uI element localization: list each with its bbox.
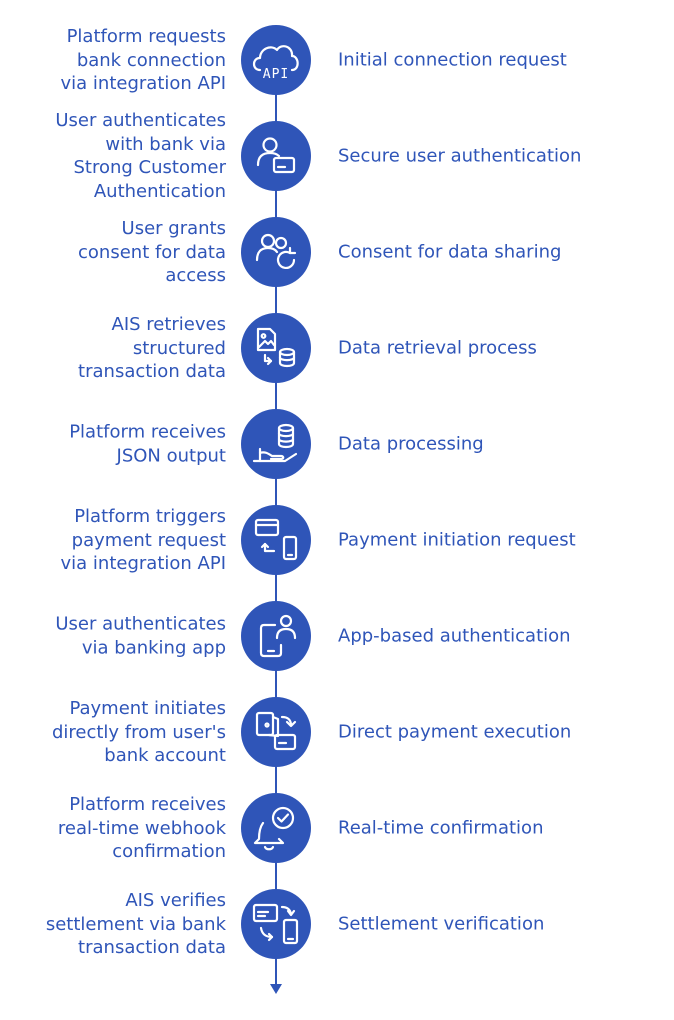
step-6: Platform triggers payment request via in… [0, 492, 674, 588]
step-4-title: Data retrieval process [338, 337, 537, 359]
step-3-description: User grants consent for data access [78, 217, 226, 286]
step-1-description: Platform requests bank connection via in… [60, 25, 226, 94]
step-7: User authenticates via banking app App-b… [0, 588, 674, 684]
step-9-description: Platform receives real-time webhook conf… [57, 793, 226, 862]
svg-text:API: API [263, 67, 289, 82]
step-4-description: AIS retrieves structured transaction dat… [78, 313, 226, 382]
step-8-description: Payment initiates directly from user's b… [51, 697, 226, 766]
step-4: AIS retrieves structured transaction dat… [0, 300, 674, 396]
step-6-description: Platform triggers payment request via in… [60, 505, 226, 574]
user-card-icon [241, 121, 311, 191]
step-1: Platform requests bank connection via in… [0, 12, 674, 108]
timeline-arrow-head [270, 984, 282, 994]
step-8: Payment initiates directly from user's b… [0, 684, 674, 780]
cloud-api-icon: API [241, 25, 311, 95]
step-10-description: AIS verifies settlement via bank transac… [45, 889, 226, 958]
card-phone-icon [241, 505, 311, 575]
step-9: Platform receives real-time webhook conf… [0, 780, 674, 876]
step-3: User grants consent for data access Cons… [0, 204, 674, 300]
bell-check-icon [241, 793, 311, 863]
step-9-title: Real-time confirmation [338, 817, 544, 839]
card-phone-sync-icon [241, 889, 311, 959]
step-5-title: Data processing [338, 433, 484, 455]
step-6-title: Payment initiation request [338, 529, 576, 551]
step-8-title: Direct payment execution [338, 721, 572, 743]
file-database-icon [241, 313, 311, 383]
step-7-title: App-based authentication [338, 625, 571, 647]
step-5: Platform receives JSON output Data proce… [0, 396, 674, 492]
step-2: User authenticates with bank via Strong … [0, 108, 674, 204]
step-10: AIS verifies settlement via bank transac… [0, 876, 674, 972]
wallet-card-icon [241, 697, 311, 767]
step-1-title: Initial connection request [338, 49, 567, 71]
step-5-description: Platform receives JSON output [69, 421, 226, 467]
hand-database-icon [241, 409, 311, 479]
step-2-description: User authenticates with bank via Strong … [55, 110, 226, 202]
step-3-title: Consent for data sharing [338, 241, 562, 263]
users-refresh-icon [241, 217, 311, 287]
step-2-title: Secure user authentication [338, 145, 582, 167]
step-7-description: User authenticates via banking app [55, 613, 226, 659]
step-10-title: Settlement verification [338, 913, 545, 935]
phone-user-icon [241, 601, 311, 671]
